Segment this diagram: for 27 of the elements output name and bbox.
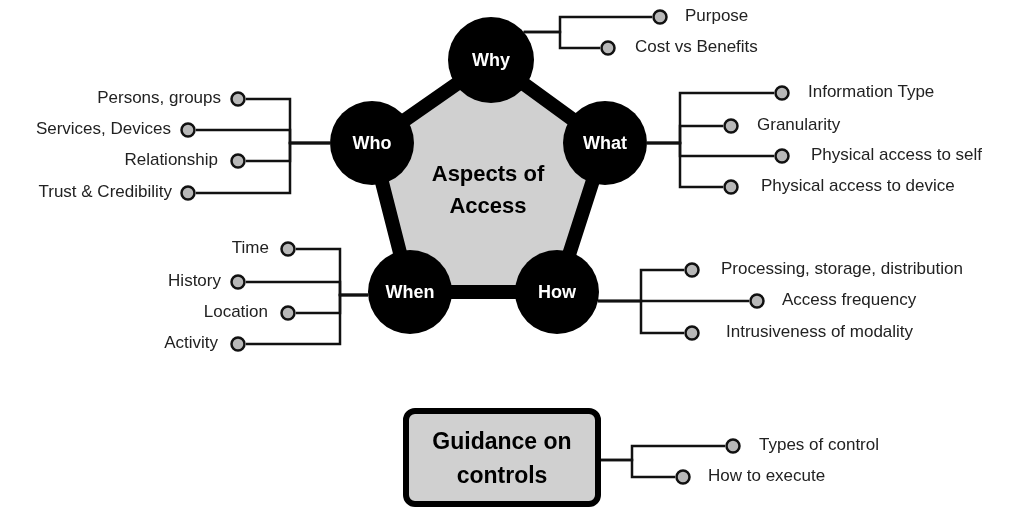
center-title: Aspects of Access (430, 160, 546, 220)
guidance-box: Guidance on controls (403, 408, 601, 507)
item-label: Physical access to device (723, 174, 955, 198)
connector-line (523, 30, 616, 56)
item-label: Access frequency (749, 288, 917, 312)
item-label: Trust & Credibility (38, 180, 196, 204)
item-label: Time (231, 236, 296, 260)
item-label: Types of control (725, 433, 879, 457)
connector-line (230, 293, 369, 352)
connector-line (180, 141, 330, 201)
item-label: How to execute (675, 464, 826, 488)
item-label: Cost vs Benefits (600, 35, 758, 59)
item-label: History (168, 269, 246, 293)
connector-line (601, 458, 691, 485)
item-label: Location (203, 300, 296, 324)
item-label: Relationship (124, 148, 246, 172)
item-label: Purpose (652, 4, 749, 28)
connector-line (598, 299, 700, 341)
item-label: Intrusiveness of modality (684, 320, 914, 344)
item-label: Activity (164, 331, 246, 355)
item-label: Physical access to self (774, 143, 982, 167)
item-label: Processing, storage, distribution (684, 257, 963, 281)
item-label: Granularity (723, 113, 841, 137)
item-label: Information Type (774, 80, 935, 104)
item-label: Persons, groups (97, 86, 246, 110)
connector-line (647, 141, 739, 195)
item-label: Services, Devices (35, 117, 196, 141)
